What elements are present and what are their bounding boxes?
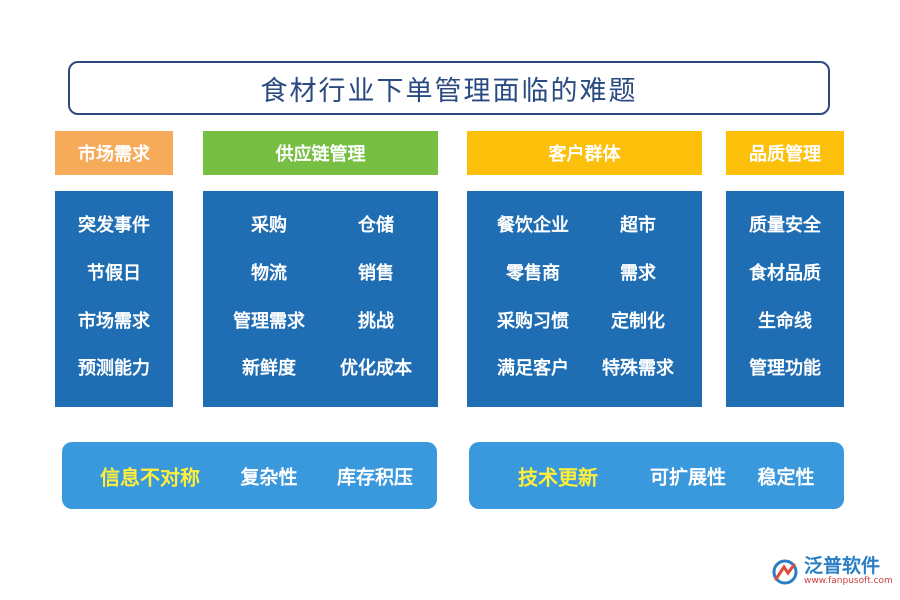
panel-item: 销售 <box>358 263 394 284</box>
panel-item: 定制化 <box>611 311 665 332</box>
bottom-item: 可扩展性 <box>649 466 727 488</box>
fanpu-logo-icon <box>772 559 798 584</box>
panel-market-demand: 突发事件 节假日 市场需求 预测能力 <box>55 191 173 407</box>
panel-item: 餐饮企业 <box>497 215 569 236</box>
panel-item: 食材品质 <box>749 263 821 284</box>
panel-item: 市场需求 <box>78 311 150 332</box>
panel-item: 零售商 <box>506 263 560 284</box>
panel-item: 挑战 <box>358 311 394 332</box>
header-supply-chain: 供应链管理 <box>203 131 438 175</box>
panel-item: 突发事件 <box>78 215 150 236</box>
header-supply-chain-label: 供应链管理 <box>275 144 366 165</box>
panel-item: 需求 <box>620 263 656 284</box>
header-market-demand: 市场需求 <box>55 131 173 175</box>
header-customer-group: 客户群体 <box>467 131 702 175</box>
panel-item: 满足客户 <box>497 358 569 379</box>
bottom-highlight: 信息不对称 <box>100 465 200 489</box>
panel-supply-chain: 采购 仓储 物流 销售 管理需求 挑战 新鲜度 优化成本 <box>203 191 438 407</box>
panel-quality-management: 质量安全 食材品质 生命线 管理功能 <box>726 191 844 407</box>
diagram-title: 食材行业下单管理面临的难题 <box>68 61 830 115</box>
panel-item: 质量安全 <box>749 215 821 236</box>
panel-item: 采购 <box>251 215 287 236</box>
panel-item: 超市 <box>620 215 656 236</box>
bottom-item: 复杂性 <box>240 466 298 488</box>
watermark-name: 泛普软件 <box>804 555 881 577</box>
bottom-highlight: 技术更新 <box>518 465 598 489</box>
header-customer-group-label: 客户群体 <box>548 144 621 165</box>
header-quality-management-label: 品质管理 <box>749 144 821 165</box>
bottom-bar-right: 技术更新 可扩展性 稳定性 <box>469 442 844 509</box>
panel-item: 采购习惯 <box>497 311 569 332</box>
bottom-item: 稳定性 <box>757 466 815 488</box>
panel-item: 优化成本 <box>340 358 412 379</box>
panel-customer-group: 餐饮企业 超市 零售商 需求 采购习惯 定制化 满足客户 特殊需求 <box>467 191 702 407</box>
panel-item: 物流 <box>251 263 287 284</box>
panel-item: 新鲜度 <box>242 358 296 379</box>
panel-item: 管理功能 <box>749 358 821 379</box>
panel-item: 节假日 <box>87 263 141 284</box>
diagram-title-text: 食材行业下单管理面临的难题 <box>260 75 638 107</box>
header-market-demand-label: 市场需求 <box>78 144 150 165</box>
panel-item: 预测能力 <box>78 358 150 379</box>
bottom-bar-left: 信息不对称 复杂性 库存积压 <box>62 442 437 509</box>
panel-item: 特殊需求 <box>602 358 674 379</box>
watermark-logo: 泛普软件 www.fanpusoft.com <box>770 556 893 587</box>
header-quality-management: 品质管理 <box>726 131 844 175</box>
panel-item: 管理需求 <box>233 311 305 332</box>
panel-item: 生命线 <box>758 311 812 332</box>
watermark-url: www.fanpusoft.com <box>804 576 893 586</box>
bottom-item: 库存积压 <box>336 466 414 488</box>
panel-item: 仓储 <box>358 215 394 236</box>
